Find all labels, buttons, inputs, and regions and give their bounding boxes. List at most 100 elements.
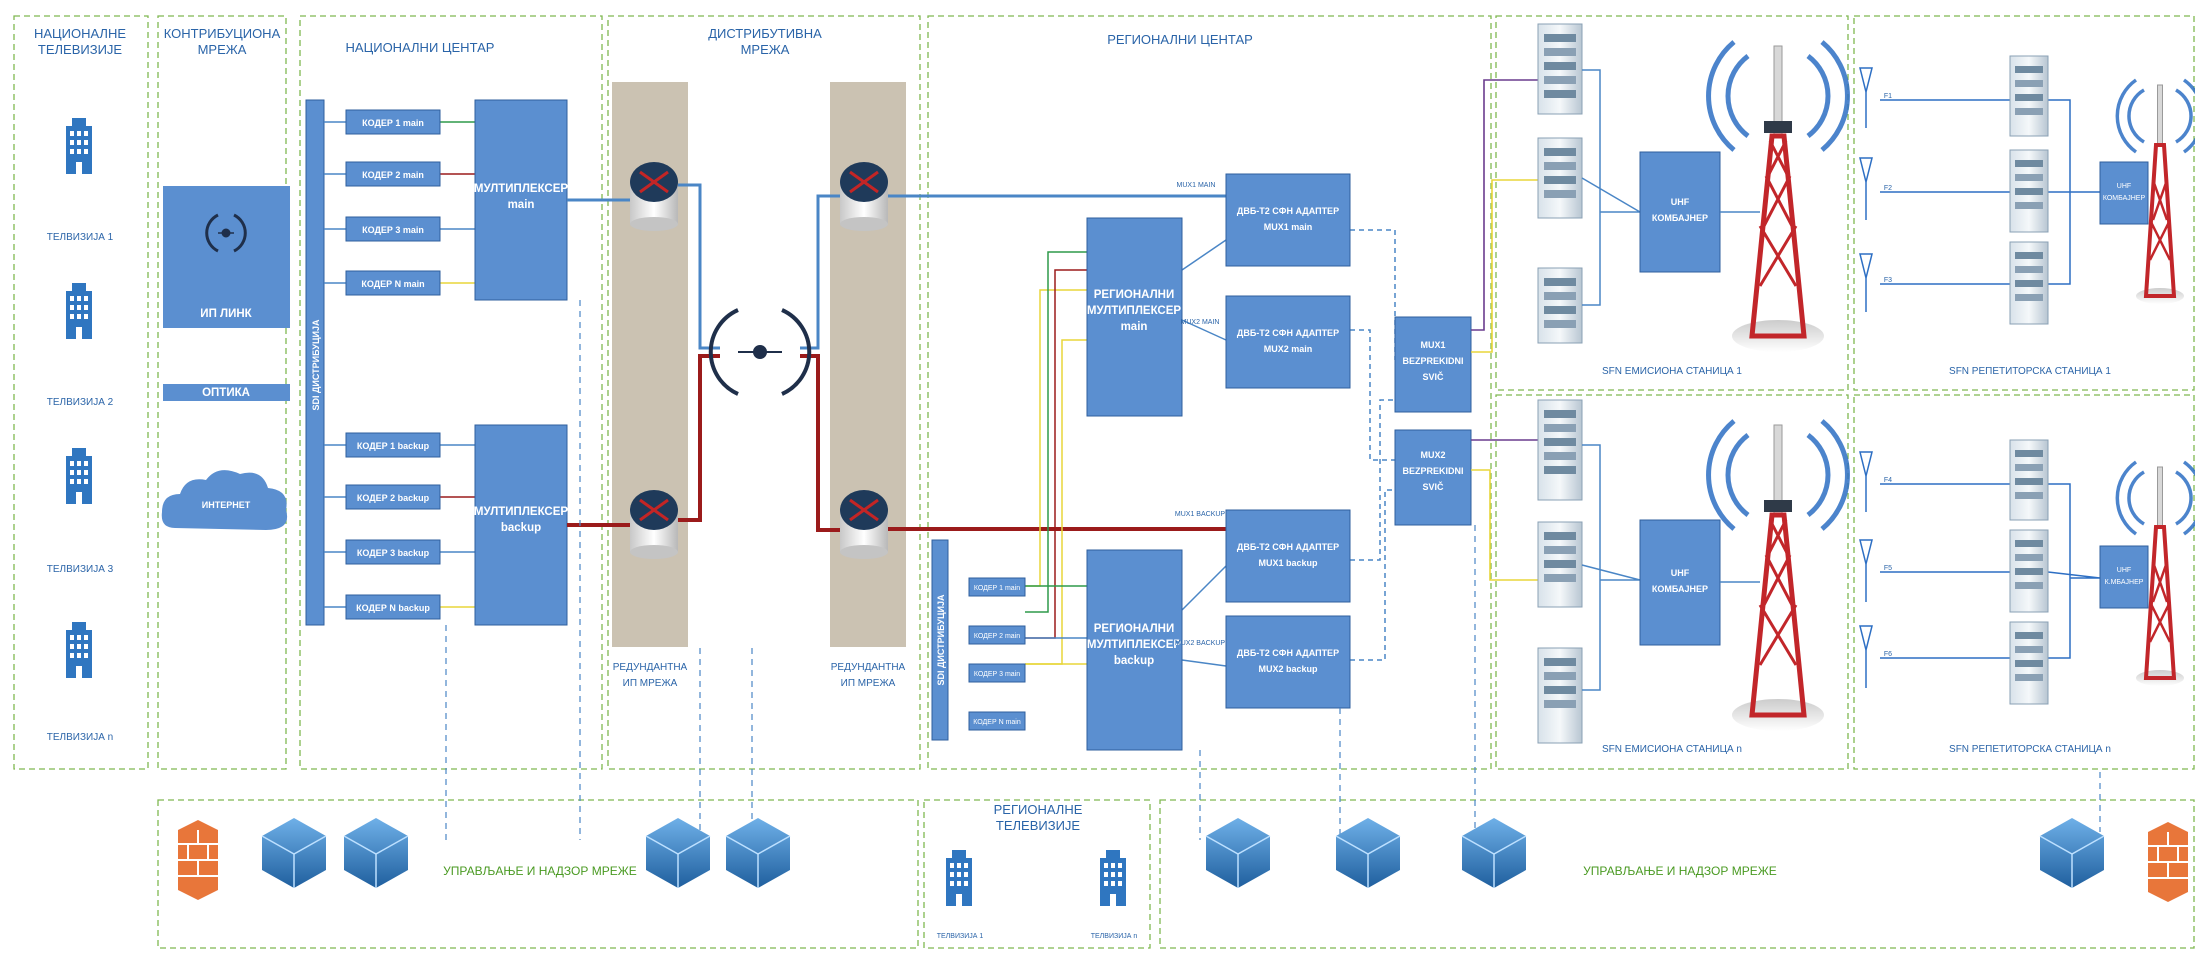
sfn-adapter-tag: MUX2 MAIN <box>1181 319 1220 326</box>
building-icon <box>66 448 92 504</box>
coder-box <box>968 577 1026 597</box>
uhf-combiner <box>1639 151 1721 273</box>
uhf-combiner-small-l2: КОМБАЈНЕР <box>2103 195 2146 202</box>
receive-antenna-icon <box>1859 625 1873 688</box>
mux1-switch-l1: MUX1 <box>1420 340 1445 350</box>
sdi-distribution-label: SDI ДИСТРИБУЦИЈА <box>311 319 321 411</box>
tv-tower-icon <box>2115 460 2195 686</box>
repeater-station-n: F4 F5 F6 UHF К.МБАЈНЕР SFN РЕПЕТИ <box>1859 439 2195 755</box>
sfn-adapter-tag: MUX1 MAIN <box>1177 182 1216 189</box>
building-icon <box>66 118 92 174</box>
mux1-switch-l2: BEZPREKIDNI <box>1402 356 1463 366</box>
uhf-combiner-small <box>2099 161 2149 225</box>
mux2-switch-l1: MUX2 <box>1420 450 1445 460</box>
regional-sdi-bar <box>931 539 949 741</box>
internet-label: ИНТЕРНЕТ <box>202 500 251 510</box>
tv-label: ТЕЛВИЗИЈА 3 <box>47 564 114 575</box>
building-icon <box>66 283 92 339</box>
server-icon <box>1335 818 1401 888</box>
emission-station-1: UHF КОМБАЈНЕР SFN ЕМИСИОНА СТАНИЦА 1 <box>1537 23 1850 377</box>
optics-bar <box>163 384 290 401</box>
coder-label: КОДЕР N main <box>361 279 424 289</box>
router-icon <box>630 162 678 231</box>
coder-box <box>345 161 441 187</box>
router-icon <box>840 162 888 231</box>
national-links <box>324 121 475 608</box>
transmitter-rack-icon <box>2009 241 2049 325</box>
freq-label: F2 <box>1884 185 1892 192</box>
regional-mux-main-l2: МУЛТИПЛЕКСЕР <box>1087 305 1182 317</box>
sfn-adapter-l1: ДВБ-Т2 СФН АДАПТЕР <box>1237 206 1339 216</box>
uhf-combiner <box>1639 519 1721 646</box>
main-coders: КОДЕР 1 main КОДЕР 2 main КОДЕР 3 main К… <box>345 109 441 296</box>
coder-box <box>345 594 441 620</box>
building-icon <box>1100 850 1126 906</box>
uhf-combiner-l2: КОМБАЈНЕР <box>1652 584 1708 594</box>
receive-antenna-icon <box>1859 253 1873 312</box>
optics-label: ОПТИКА <box>202 387 250 399</box>
uhf-combiner-small-l2: К.МБАЈНЕР <box>2105 579 2144 586</box>
sfn-adapter-tag: MUX1 BACKUP <box>1175 511 1226 518</box>
sfn-adapter-l1: ДВБ-Т2 СФН АДАПТЕР <box>1237 328 1339 338</box>
coder-box <box>968 711 1026 731</box>
multiplexer-backup-label: МУЛТИПЛЕКСЕР <box>474 506 569 518</box>
emission-station-1-label: SFN ЕМИСИОНА СТАНИЦА 1 <box>1602 366 1742 377</box>
tv-tower-icon <box>1706 419 1850 731</box>
coder-label: КОДЕР 2 main <box>974 633 1020 640</box>
mux1-switch-l3: SVIČ <box>1422 371 1444 382</box>
multiplexer-main-label: МУЛТИПЛЕКСЕР <box>474 183 569 195</box>
regional-mux-main <box>1086 217 1183 417</box>
regional-center: SDI ДИСТРИБУЦИЈА КОДЕР 1 main КОДЕР 2 ma… <box>931 79 1540 751</box>
uhf-combiner-small-l1: UHF <box>2117 183 2131 190</box>
regional-tv-1-label: ТЕЛВИЗИЈА 1 <box>937 933 984 940</box>
transmitter-rack-icon <box>2009 529 2049 613</box>
national-tv-list: ТЕЛВИЗИЈА 1 ТЕЛВИЗИЈА 2 ТЕЛВИЗИЈА 3 ТЕЛВ… <box>47 118 114 743</box>
regional-mux-backup-l1: РЕГИОНАЛНИ <box>1094 623 1174 635</box>
coder-box <box>345 484 441 510</box>
sfn-adapter <box>1225 173 1351 267</box>
uhf-combiner-small-l1: UHF <box>2117 567 2131 574</box>
tv-label: ТЕЛВИЗИЈА 1 <box>47 232 114 243</box>
coder-label: КОДЕР 3 main <box>974 671 1020 678</box>
coder-box <box>345 539 441 565</box>
mux1-hitless-switch <box>1394 316 1472 413</box>
coder-box <box>968 625 1026 645</box>
multiplexer-backup <box>474 424 568 626</box>
server-icon <box>1205 818 1271 888</box>
transmitter-rack-icon <box>2009 149 2049 233</box>
coder-label: КОДЕР 1 main <box>974 585 1020 592</box>
regional-sdi-label: SDI ДИСТРИБУЦИЈА <box>936 594 946 686</box>
section-borders <box>13 15 2195 949</box>
freq-label: F1 <box>1884 93 1892 100</box>
sdi-distribution-bar <box>305 99 325 626</box>
redundant-ip-right-l2: ИП МРЕЖА <box>841 678 896 689</box>
uhf-combiner-l2: КОМБАЈНЕР <box>1652 213 1708 223</box>
mux2-switch-l2: BEZPREKIDNI <box>1402 466 1463 476</box>
coder-label: КОДЕР 1 main <box>362 118 424 128</box>
tv-tower-icon <box>2115 78 2195 304</box>
regional-mux-main-l3: main <box>1121 321 1148 333</box>
coder-box <box>345 109 441 135</box>
uhf-combiner-l1: UHF <box>1671 568 1690 578</box>
sfn-adapter <box>1225 615 1351 709</box>
server-icon <box>343 818 409 888</box>
management-right-label: УПРАВЉАЊЕ И НАДЗОР МРЕЖЕ <box>1583 864 1777 878</box>
ip-link-label: ИП ЛИНК <box>200 308 252 320</box>
backup-coders: КОДЕР 1 backup КОДЕР 2 backup КОДЕР 3 ba… <box>345 432 441 620</box>
national-center: SDI ДИСТРИБУЦИЈА КОДЕР 1 main КОДЕР 2 ma… <box>305 99 569 626</box>
ip-link-box <box>163 186 290 328</box>
sfn-adapter-l2: MUX1 main <box>1264 222 1313 232</box>
sfn-adapter-l2: MUX1 backup <box>1258 558 1318 568</box>
building-icon <box>946 850 972 906</box>
transmitter-rack-icon <box>1537 137 1583 219</box>
coder-label: КОДЕР 3 main <box>362 225 424 235</box>
freq-label: F6 <box>1884 651 1892 658</box>
regional-mux-backup-l2: МУЛТИПЛЕКСЕР <box>1087 639 1182 651</box>
sfn-adapter-tag: MUX2 BACKUP <box>1175 640 1226 647</box>
regional-mux-backup <box>1086 549 1183 751</box>
multiplexer-backup-sub: backup <box>501 522 541 534</box>
